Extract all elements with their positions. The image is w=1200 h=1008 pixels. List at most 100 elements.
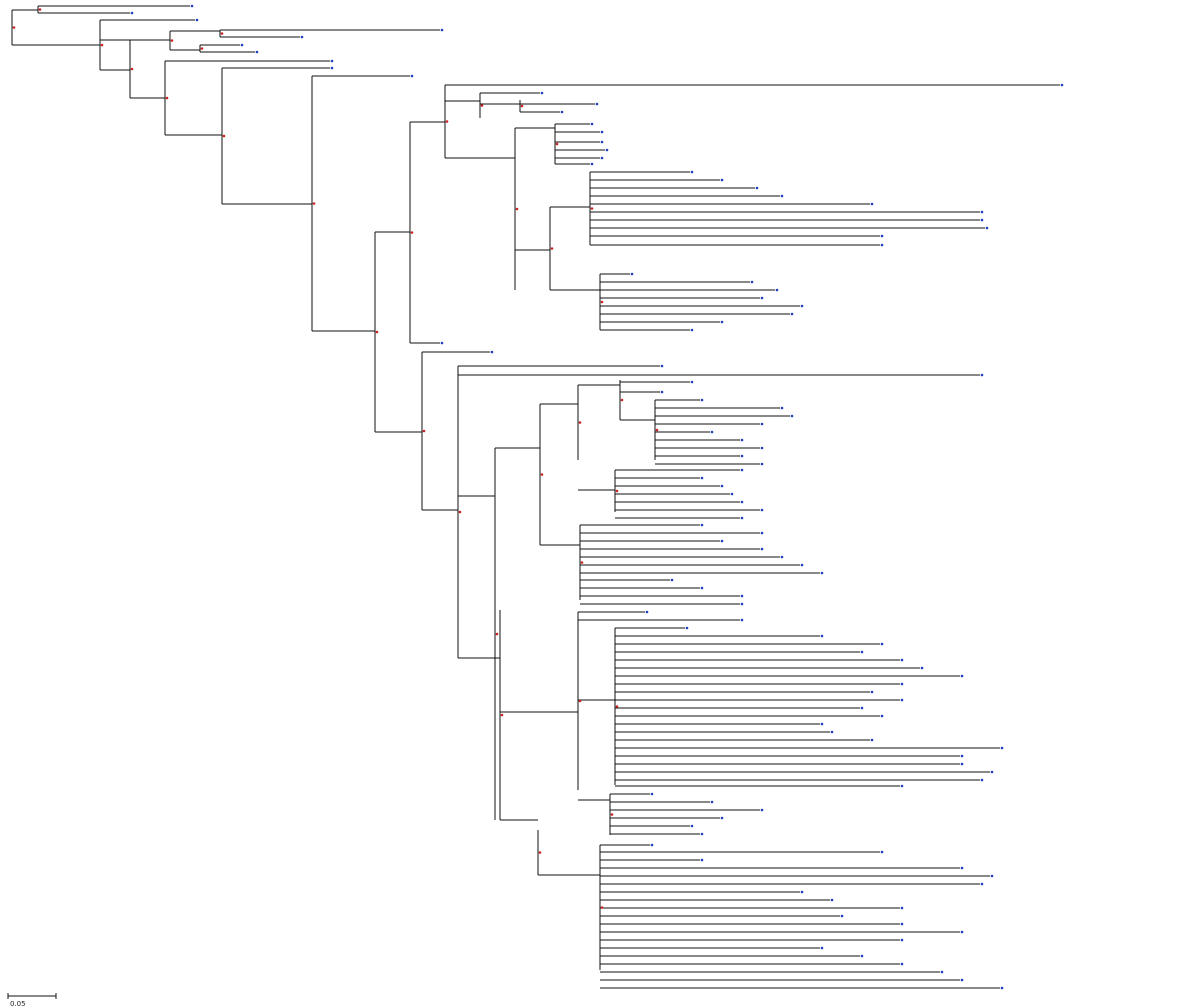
internal-node-marker: [165, 96, 169, 100]
leaf-marker: [740, 500, 744, 504]
leaf-marker: [920, 666, 924, 670]
leaf-marker: [900, 658, 904, 662]
leaf-marker: [760, 531, 764, 535]
leaf-marker: [700, 586, 704, 590]
leaf-marker: [900, 906, 904, 910]
leaf-marker: [980, 882, 984, 886]
leaf-marker: [700, 476, 704, 480]
internal-node-marker: [515, 207, 519, 211]
leaf-marker: [590, 122, 594, 126]
internal-node-marker: [600, 300, 604, 304]
internal-node-marker: [220, 32, 224, 35]
leaf-marker: [820, 722, 824, 726]
leaf-marker: [630, 272, 634, 276]
internal-node-marker: [520, 104, 524, 108]
internal-node-marker: [590, 207, 594, 210]
leaf-marker: [760, 508, 764, 512]
leaf-marker: [255, 50, 259, 54]
leaf-marker: [860, 706, 864, 710]
leaf-marker: [830, 730, 834, 734]
leaf-marker: [760, 296, 764, 300]
leaf-marker: [760, 446, 764, 450]
leaf-marker: [960, 754, 964, 758]
leaf-marker: [740, 516, 744, 520]
leaf-marker: [880, 714, 884, 718]
leaf-marker: [790, 414, 794, 418]
leaf-marker: [780, 555, 784, 559]
leaf-marker: [790, 312, 794, 316]
leaf-marker: [595, 102, 599, 106]
leaf-marker: [980, 210, 984, 214]
leaf-marker: [240, 43, 244, 47]
leaf-marker: [740, 618, 744, 622]
leaf-marker: [990, 874, 994, 878]
leaf-marker: [760, 422, 764, 426]
internal-node-marker: [578, 421, 582, 424]
leaf-marker: [880, 234, 884, 238]
leaf-marker: [560, 110, 564, 114]
leaf-marker: [820, 571, 824, 575]
leaf-marker: [300, 35, 304, 39]
internal-node-marker: [312, 202, 316, 205]
leaf-marker: [690, 170, 694, 174]
leaf-marker: [900, 922, 904, 926]
leaf-marker: [130, 11, 134, 15]
leaf-marker: [740, 468, 744, 472]
leaf-marker: [600, 140, 604, 144]
leaf-marker: [775, 288, 779, 292]
internal-node-marker: [550, 247, 554, 250]
internal-node-marker: [610, 813, 614, 816]
internal-node-marker: [38, 8, 42, 11]
leaf-marker: [490, 350, 494, 354]
leaf-marker: [440, 341, 444, 345]
internal-node-marker: [655, 428, 659, 432]
leaf-marker: [690, 328, 694, 332]
leaf-marker: [740, 602, 744, 606]
internal-node-marker: [615, 489, 619, 493]
internal-node-marker: [600, 906, 604, 909]
leaf-marker: [690, 824, 694, 828]
leaf-marker: [985, 226, 989, 230]
leaf-marker: [330, 66, 334, 70]
leaf-marker: [750, 280, 754, 284]
leaf-marker: [195, 18, 199, 22]
internal-node-marker: [555, 142, 559, 146]
leaf-marker: [800, 890, 804, 894]
leaf-marker: [1000, 746, 1004, 750]
internal-node-marker: [500, 713, 504, 717]
leaf-marker: [780, 406, 784, 410]
leaf-marker: [600, 130, 604, 134]
leaf-marker: [780, 194, 784, 198]
leaf-marker: [710, 430, 714, 434]
leaf-marker: [760, 462, 764, 466]
leaf-marker: [650, 792, 654, 796]
leaf-marker: [660, 364, 664, 368]
leaf-marker: [740, 438, 744, 442]
leaf-marker: [860, 954, 864, 958]
leaf-marker: [900, 938, 904, 942]
internal-node-marker: [200, 47, 204, 50]
leaf-marker: [720, 178, 724, 182]
leaf-marker: [870, 202, 874, 206]
leaf-marker: [1060, 83, 1064, 87]
leaf-marker: [960, 930, 964, 934]
internal-node-marker: [170, 39, 174, 42]
internal-node-marker: [445, 120, 449, 123]
leaf-marker: [820, 946, 824, 950]
internal-node-marker: [615, 705, 619, 708]
leaf-marker: [720, 320, 724, 324]
internal-node-marker: [540, 473, 544, 476]
leaf-marker: [960, 866, 964, 870]
leaf-marker: [190, 4, 194, 8]
leaf-marker: [720, 539, 724, 543]
internal-node-marker: [100, 43, 104, 47]
leaf-marker: [700, 832, 704, 836]
leaf-marker: [830, 898, 834, 902]
leaf-marker: [700, 523, 704, 527]
leaf-marker: [720, 816, 724, 820]
leaf-marker: [760, 808, 764, 812]
leaf-marker: [710, 800, 714, 804]
leaf-marker: [720, 484, 724, 488]
leaf-marker: [410, 74, 414, 78]
